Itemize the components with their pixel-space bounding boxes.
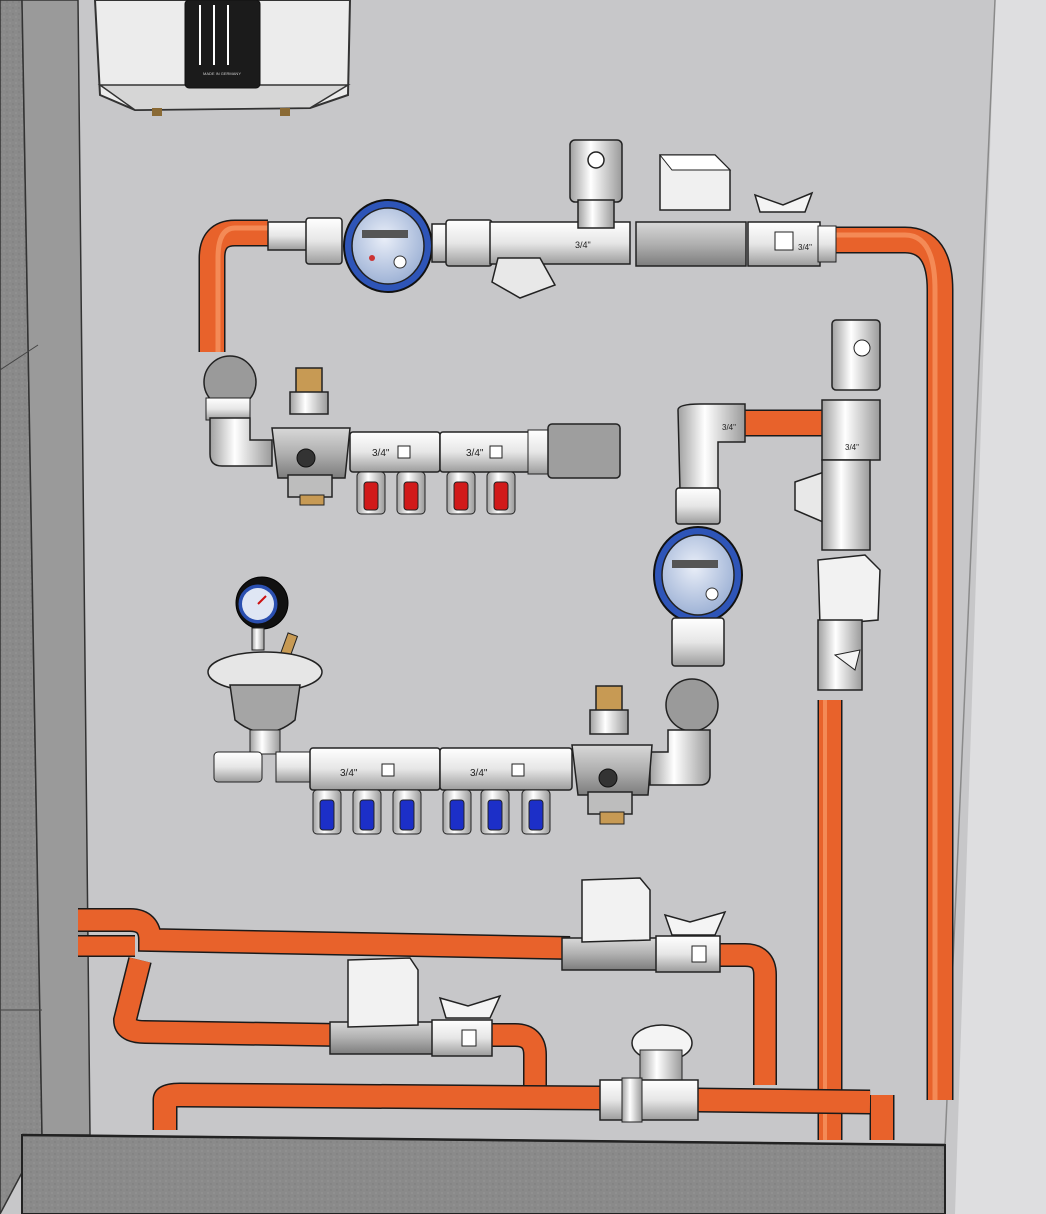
top-filter-label: 3/4" [575, 240, 591, 250]
top-line-assembly: 3/4" 3/4" [267, 139, 837, 299]
right-riser-assembly: 3/4" 3/4" [649, 319, 881, 786]
top-valve-label: 3/4" [798, 243, 812, 252]
cold-manifold-assembly: 3/4" 3/4" [207, 576, 653, 835]
wall-right-edge [955, 0, 1046, 1214]
pipe-network [78, 219, 954, 1140]
water-meter-right [653, 526, 743, 624]
right-tee-label: 3/4" [845, 443, 859, 452]
concrete-floor-slab [21, 1133, 946, 1214]
cold-bar-1-label: 3/4" [340, 768, 358, 779]
expansion-tank [207, 651, 323, 755]
water-meter-top [343, 199, 433, 293]
strainer-filter-top: 3/4" [489, 139, 631, 299]
pressure-gauge [235, 576, 299, 658]
water-heater-unit: MADE IN GERMANY [93, 0, 352, 116]
cold-bar-2-label: 3/4" [470, 768, 488, 779]
hot-manifold-assembly: 3/4" 3/4" [203, 355, 621, 515]
pressure-reducer-cold [571, 685, 653, 825]
bottom-valve-group [329, 877, 727, 1123]
pressure-reducer-hot [271, 367, 351, 506]
motorized-valve-top [635, 154, 747, 267]
hot-bar-2-label: 3/4" [466, 448, 484, 459]
cold-valve-handles [312, 789, 551, 835]
elbow-label: 3/4" [722, 423, 736, 432]
hot-bar-1-label: 3/4" [372, 448, 390, 459]
ball-valve-top: 3/4" [747, 191, 837, 267]
hot-valve-handles [356, 471, 516, 515]
heater-label: MADE IN GERMANY [203, 71, 241, 76]
